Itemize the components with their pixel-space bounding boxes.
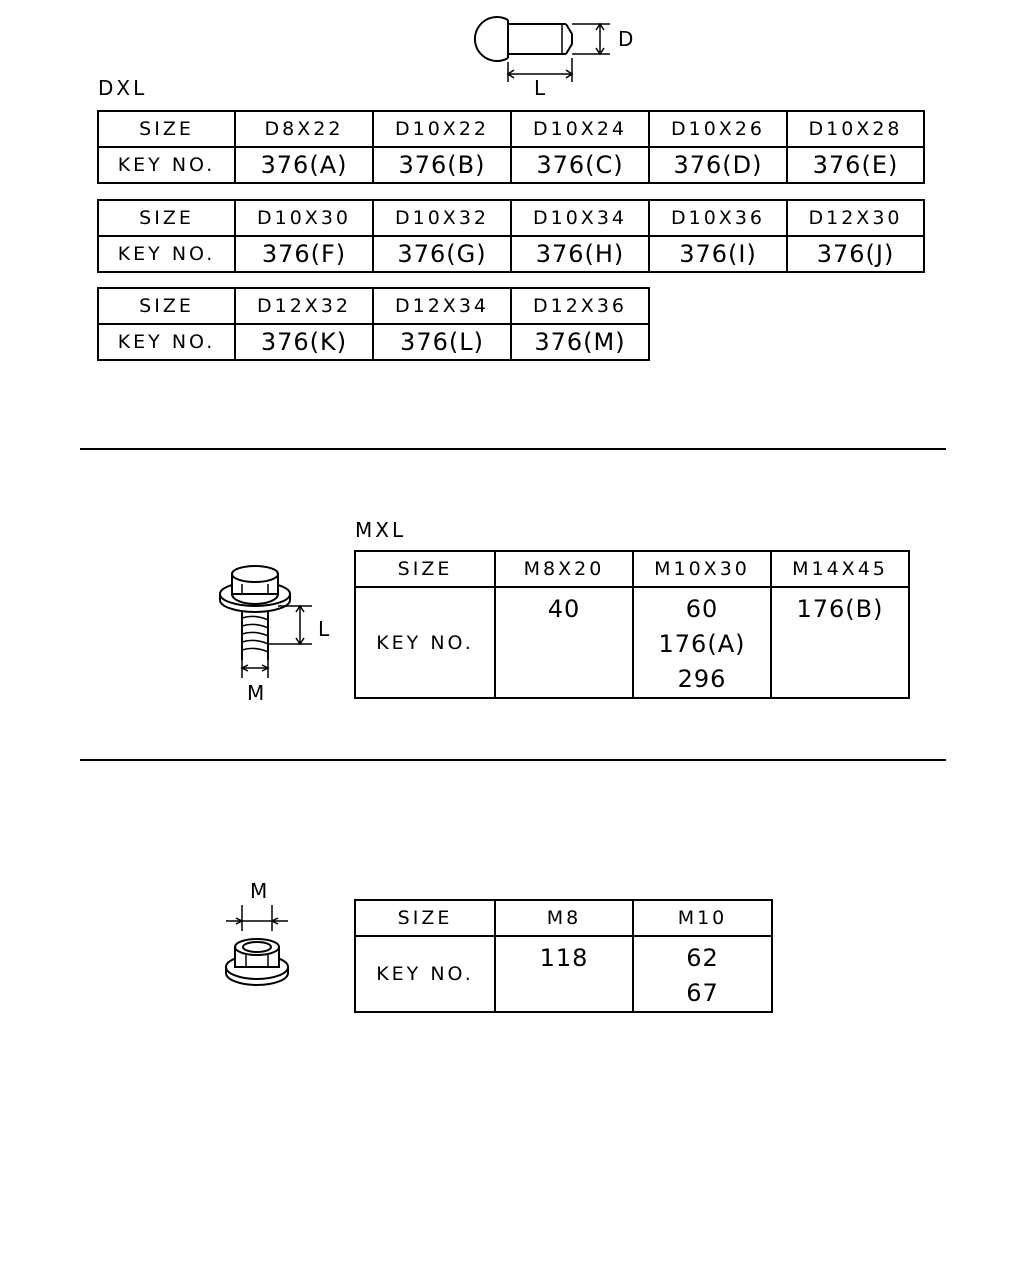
key-value: 67: [686, 979, 719, 1007]
key-label: KEY NO.: [97, 235, 236, 273]
key-cell: 376(I): [648, 235, 788, 273]
nut-diagram: [225, 905, 289, 986]
key-cell: 376(H): [510, 235, 650, 273]
bolt-dim-l-label: L: [318, 617, 333, 641]
dxl-title: DXL: [98, 76, 148, 100]
key-cell: 40: [494, 586, 634, 699]
size-cell: D10X22: [372, 110, 512, 148]
key-cell: 376(D): [648, 146, 788, 184]
size-cell: M14X45: [770, 550, 910, 588]
key-label: KEY NO.: [354, 935, 496, 1013]
section-divider: [80, 448, 946, 450]
dxl-table-1: SIZE D8X22 D10X22 D10X24 D10X26 D10X28 K…: [97, 110, 925, 184]
mxl-table: SIZE M8X20 M10X30 M14X45 KEY NO. 40 60 1…: [354, 550, 910, 699]
dxl-table-2: SIZE D10X30 D10X32 D10X34 D10X36 D12X30 …: [97, 199, 925, 273]
key-cell: 176(B): [770, 586, 910, 699]
size-cell: D10X32: [372, 199, 512, 237]
key-cell: 376(M): [510, 323, 650, 361]
table-row: KEY NO. 376(F) 376(G) 376(H) 376(I) 376(…: [97, 235, 925, 273]
key-cell: 376(C): [510, 146, 650, 184]
size-cell: M8X20: [494, 550, 634, 588]
mxl-title: MXL: [355, 518, 407, 542]
table-row: SIZE M8X20 M10X30 M14X45: [354, 550, 910, 588]
key-cell: 118: [494, 935, 634, 1013]
size-cell: D12X30: [786, 199, 925, 237]
key-cell: 376(F): [234, 235, 374, 273]
table-row: SIZE D10X30 D10X32 D10X34 D10X36 D12X30: [97, 199, 925, 237]
key-cell: 62 67: [632, 935, 773, 1013]
key-cell: 376(K): [234, 323, 374, 361]
size-label: SIZE: [354, 899, 496, 937]
table-row: SIZE D12X32 D12X34 D12X36: [97, 287, 650, 325]
dxl-table-3: SIZE D12X32 D12X34 D12X36 KEY NO. 376(K)…: [97, 287, 650, 361]
key-cell: 376(L): [372, 323, 512, 361]
key-label: KEY NO.: [97, 146, 236, 184]
size-cell: D10X30: [234, 199, 374, 237]
key-cell: 60 176(A) 296: [632, 586, 772, 699]
bolt-diagram: [219, 565, 312, 678]
nut-dim-m-label: M: [250, 879, 271, 903]
nut-table: SIZE M8 M10 KEY NO. 118 62 67: [354, 899, 773, 1013]
table-row: KEY NO. 40 60 176(A) 296 176(B): [354, 586, 910, 699]
size-cell: D10X24: [510, 110, 650, 148]
key-cell: 376(E): [786, 146, 925, 184]
size-label: SIZE: [354, 550, 496, 588]
table-row: KEY NO. 118 62 67: [354, 935, 773, 1013]
size-cell: D10X36: [648, 199, 788, 237]
size-cell: D10X26: [648, 110, 788, 148]
size-cell: M8: [494, 899, 634, 937]
key-label: KEY NO.: [354, 586, 496, 699]
bolt-dim-m-label: M: [247, 681, 268, 705]
table-row: KEY NO. 376(K) 376(L) 376(M): [97, 323, 650, 361]
key-cell: 376(J): [786, 235, 925, 273]
key-cell: 376(A): [234, 146, 374, 184]
key-cell: 376(G): [372, 235, 512, 273]
key-value: 40: [547, 595, 581, 623]
size-cell: D10X34: [510, 199, 650, 237]
size-cell: D12X36: [510, 287, 650, 325]
section-divider: [80, 759, 946, 761]
key-value: 60: [685, 595, 719, 623]
table-row: SIZE D8X22 D10X22 D10X24 D10X26 D10X28: [97, 110, 925, 148]
dim-d-label: D: [618, 27, 637, 51]
table-row: SIZE M8 M10: [354, 899, 773, 937]
size-label: SIZE: [97, 199, 236, 237]
key-value: 118: [539, 944, 589, 972]
size-cell: D10X28: [786, 110, 925, 148]
table-row: KEY NO. 376(A) 376(B) 376(C) 376(D) 376(…: [97, 146, 925, 184]
pin-diagram: [473, 16, 610, 82]
size-cell: D8X22: [234, 110, 374, 148]
size-cell: M10: [632, 899, 773, 937]
size-cell: D12X32: [234, 287, 374, 325]
key-value: 176(B): [796, 595, 884, 623]
key-label: KEY NO.: [97, 323, 236, 361]
key-cell: 376(B): [372, 146, 512, 184]
size-label: SIZE: [97, 287, 236, 325]
dim-l-label: L: [534, 76, 549, 100]
key-value: 176(A): [658, 630, 746, 658]
size-cell: M10X30: [632, 550, 772, 588]
size-cell: D12X34: [372, 287, 512, 325]
key-value: 296: [677, 665, 727, 693]
size-label: SIZE: [97, 110, 236, 148]
key-value: 62: [686, 944, 719, 972]
